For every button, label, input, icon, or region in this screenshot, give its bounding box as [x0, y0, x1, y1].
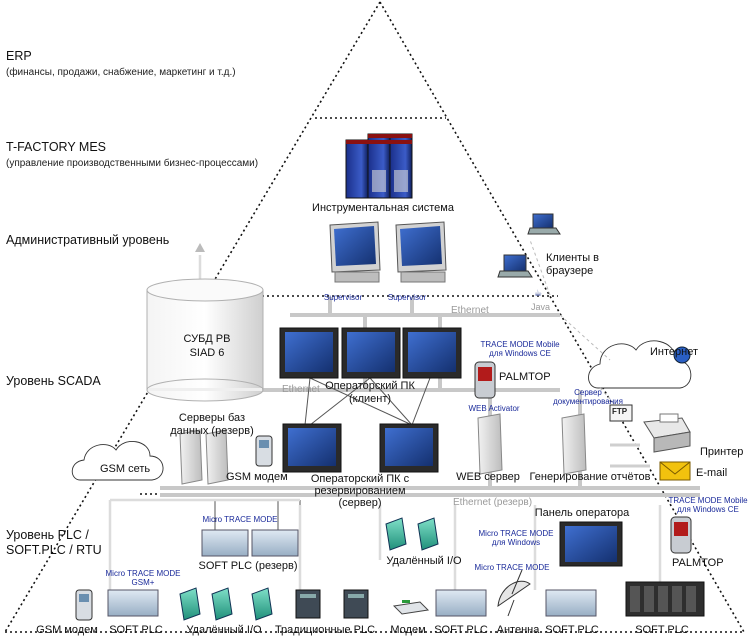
remote-io-2-label: Удалённый I/O [186, 624, 262, 636]
redundant-pc-label-line3: (сервер) [338, 497, 382, 509]
trace-mode-mobile-2-line2: для Windows CE [677, 505, 739, 514]
operator-pc-client-label-line2: (клиент) [348, 393, 392, 405]
traditional-plc-label: Традиционные PLC [274, 624, 376, 636]
browser-clients-label-line1: Клиенты в [546, 252, 600, 264]
trace-mode-mobile-1-line2: для Windows CE [489, 349, 551, 358]
ftp-label: FTP [612, 407, 628, 416]
db-label-line1: СУБД РВ [183, 333, 231, 345]
micro-trace-mode-gsm-line1: Micro TRACE MODE [105, 569, 181, 578]
plc-level-title-line2: SOFT.PLC / RTU [6, 543, 102, 557]
printer-icon [643, 413, 691, 453]
erp-level-subtitle: (финансы, продажи, снабжение, маркетинг … [6, 67, 236, 78]
ftp-icon [609, 404, 633, 422]
antenna-label: Антенна [496, 624, 540, 636]
scada-level-title: Уровень SCADA [6, 374, 101, 388]
software-box-icon [345, 133, 413, 199]
plc-level-title-line1: Уровень PLC / [6, 528, 89, 542]
palmtop-1-label: PALMTOP [499, 371, 551, 383]
trace-mode-mobile-1-line1: TRACE MODE Mobile [480, 340, 560, 349]
remote-io-1-label: Удалённый I/O [386, 555, 462, 567]
antenna-icon [497, 569, 531, 617]
gsm-modem-icon [75, 589, 93, 621]
internet-label: Интернет [650, 346, 698, 358]
micro-trace-mode-windows-line1: Micro TRACE MODE [478, 529, 554, 538]
db-servers-label-line2: данных (резерв) [170, 425, 254, 437]
micro-trace-mode-gsm-line2: GSM+ [131, 578, 155, 587]
micro-trace-mode-windows-line2: для Windows [491, 538, 541, 547]
operator-panel-label: Панель оператора [534, 507, 630, 519]
java-cup-icon: ☕ [534, 289, 542, 299]
java-label: Java [531, 302, 551, 312]
ethernet-mid-label: Ethernet [282, 384, 320, 395]
modem-label: Модем [390, 624, 426, 636]
doc-server-label-line2: документирования [553, 397, 623, 406]
arrow-right-icon [610, 443, 650, 468]
envelope-icon [659, 461, 691, 481]
mes-level-subtitle: (управление производственными бизнес-про… [6, 158, 259, 169]
email-label: E-mail [696, 467, 728, 479]
erp-level-title: ERP [6, 49, 32, 63]
gsm-modem-2-label: GSM модем [36, 624, 98, 636]
operator-panel-icon [559, 521, 623, 567]
globe-icon [673, 346, 691, 364]
report-generation-label: Генерирование отчётов [529, 471, 651, 483]
mes-level-title: T-FACTORY MES [6, 140, 107, 154]
monitor-icon [329, 221, 447, 283]
db-servers-label-line1: Серверы баз [178, 412, 246, 424]
soft-plc-4-label: SOFT PLC [635, 624, 689, 636]
gsm-phone-icon [255, 435, 273, 467]
database-cylinder-icon [146, 278, 264, 402]
micro-trace-mode-1-label: Micro TRACE MODE [202, 515, 278, 524]
doc-server-label-line1: Сервер [574, 388, 602, 397]
palmtop-icon [474, 361, 692, 554]
server-box-icon [179, 413, 587, 485]
internet-cloud-icon [588, 340, 692, 389]
supervisor-label-1: Supervisor [323, 293, 363, 302]
db-label-line2: SIAD 6 [189, 347, 225, 359]
redundant-pc-label-line2: резервированием [314, 485, 406, 497]
modem-icon [392, 600, 430, 615]
soft-plc-redundant-label: SOFT PLC (резерв) [198, 560, 298, 572]
gsm-network-label: GSM сеть [100, 463, 151, 475]
palmtop-2-label: PALMTOP [672, 557, 724, 569]
soft-plc-2-label: SOFT PLC [434, 624, 488, 636]
traditional-plc-icon [295, 589, 369, 619]
browser-clients-label-line2: браузере [546, 265, 594, 277]
ethernet-bottom-label: Ethernet (резерв) [453, 497, 533, 508]
trace-mode-mobile-2-line1: TRACE MODE Mobile [668, 496, 748, 505]
arrow-up-icon [195, 243, 205, 252]
plc-module-icon [107, 529, 597, 617]
soft-plc-1-label: SOFT PLC [109, 624, 163, 636]
background-links [108, 255, 662, 590]
printer-label: Принтер [700, 446, 744, 458]
plc-rack-icon [625, 581, 705, 617]
operator-pc-client-label-line1: Операторский ПК [325, 380, 415, 392]
gsm-cloud-icon [71, 441, 164, 481]
gsm-modem-1-label: GSM модем [226, 471, 288, 483]
supervisor-label-2: Supervisor [387, 293, 427, 302]
web-activator-label: WEB Activator [468, 404, 520, 413]
panel-pc-icon [279, 327, 462, 473]
ethernet-top-label: Ethernet [451, 305, 489, 316]
admin-level-title: Административный уровень [6, 233, 170, 247]
instrumental-system-label: Инструментальная система [312, 202, 454, 214]
redundant-pc-label-line1: Операторский ПК с [310, 473, 410, 485]
soft-plc-3-label: SOFT PLC [545, 624, 599, 636]
micro-trace-mode-2-label: Micro TRACE MODE [474, 563, 550, 572]
web-server-label: WEB сервер [456, 471, 520, 483]
laptop-icon [497, 213, 561, 278]
remote-io-icon [179, 517, 439, 621]
